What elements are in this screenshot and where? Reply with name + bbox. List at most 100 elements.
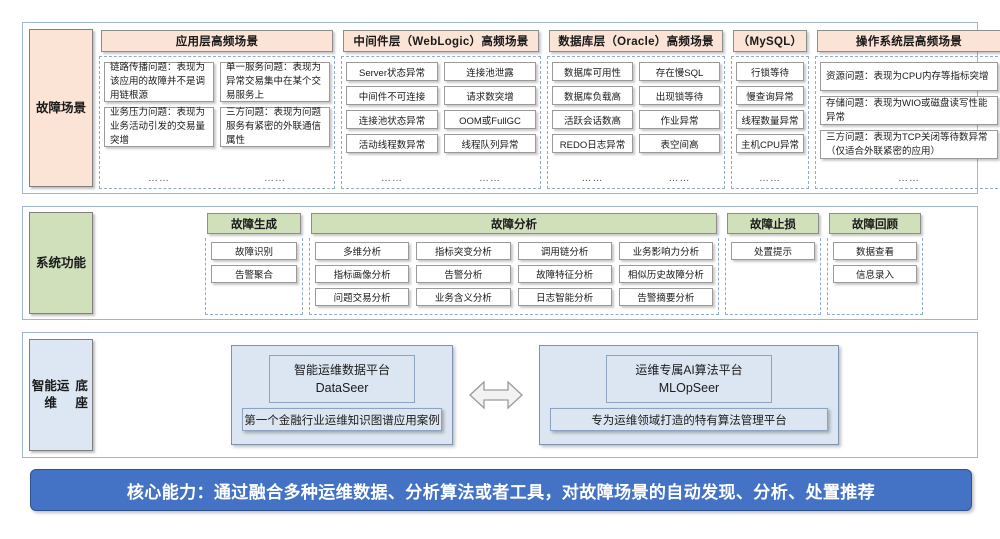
platform-dataseer-caption: 第一个金融行业运维知识图谱应用案例 <box>242 408 442 431</box>
scenario-column-body-0: 链路传播问题：表现为该应用的故障并不是调用链根源业务压力问题：表现为业务活动引发… <box>99 56 335 189</box>
function-column-body-3: 数据查看信息录入 <box>827 238 923 315</box>
scenario-item[interactable]: 三方问题：表现为问题服务有紧密的外联通信属性 <box>220 107 330 147</box>
base-row-label-line2: 底座 <box>75 379 88 410</box>
platform-mlopseer-title-cn: 运维专属AI算法平台 <box>635 362 743 377</box>
function-column-header-0[interactable]: 故障生成 <box>207 213 301 234</box>
scenario-column-1: 中间件层（WebLogic）高频场景 Server状态异常中间件不可连接连接池状态… <box>341 27 541 189</box>
scenario-subcolumn: 存在慢SQL 出现锁等待作业异常表空间高 …… <box>639 62 720 186</box>
function-row: 系统功能 故障生成故障识别告警聚合故障分析多维分析指标画像分析问题交易分析指标突… <box>22 206 978 320</box>
function-subcolumn: 处置提示 <box>731 242 815 310</box>
scenario-column-3: （MySQL）行锁等待慢查询异常线程数量异常主机CPU异常…… <box>731 27 809 189</box>
function-item[interactable]: 指标突变分析 <box>416 242 511 260</box>
scenario-item[interactable]: 连接池泄露 <box>444 62 536 81</box>
function-column-body-0: 故障识别告警聚合 <box>205 238 303 315</box>
platform-dataseer[interactable]: 智能运维数据平台 DataSeer 第一个金融行业运维知识图谱应用案例 <box>231 345 453 445</box>
function-subcolumn: 故障识别告警聚合 <box>211 242 297 310</box>
scenario-item[interactable]: 数据库负载高 <box>552 86 633 105</box>
scenario-item[interactable]: OOM或FullGC <box>444 110 536 129</box>
function-item[interactable]: 相似历史故障分析 <box>618 265 713 283</box>
scenario-item[interactable]: 主机CPU异常 <box>736 134 804 153</box>
scenario-column-0: 应用层高频场景链路传播问题：表现为该应用的故障并不是调用链根源业务压力问题：表现… <box>99 27 335 189</box>
scenario-column-header-3[interactable]: （MySQL） <box>733 30 807 52</box>
scenario-ellipsis: …… <box>668 173 691 184</box>
scenario-item[interactable]: 活动线程数异常 <box>346 134 438 153</box>
function-column-body-2: 处置提示 <box>725 238 821 315</box>
function-item[interactable]: 调用链分析 <box>517 242 612 260</box>
scenario-ellipsis: …… <box>264 173 286 184</box>
function-column-header-1[interactable]: 故障分析 <box>311 213 717 234</box>
function-item[interactable]: 业务影响力分析 <box>618 242 713 260</box>
function-item[interactable]: 故障特征分析 <box>517 265 612 283</box>
function-item[interactable]: 数据查看 <box>833 242 917 260</box>
scenario-item[interactable]: 三方问题：表现为TCP关闭等待数异常（仅适合外联紧密的应用） <box>820 130 998 159</box>
core-capability-banner: 核心能力：通过融合多种运维数据、分析算法或者工具，对故障场景的自动发现、分析、处… <box>30 469 972 511</box>
platform-mlopseer[interactable]: 运维专属AI算法平台 MLOpSeer 专为运维领域打造的特有算法管理平台 <box>539 345 839 445</box>
scenario-column-header-1[interactable]: 中间件层（WebLogic）高频场景 <box>343 30 539 52</box>
function-left-spacer <box>101 211 199 315</box>
scenario-item[interactable]: 线程队列异常 <box>444 134 536 153</box>
platform-mlopseer-title: 运维专属AI算法平台 MLOpSeer <box>606 355 772 403</box>
scenario-item[interactable]: 活跃会话数高 <box>552 110 633 129</box>
function-item[interactable]: 告警分析 <box>416 265 511 283</box>
scenario-ellipsis: …… <box>898 173 920 184</box>
function-item[interactable]: 业务含义分析 <box>416 288 511 306</box>
scenario-item[interactable]: 资源问题：表现为CPU内存等指标突增 <box>820 62 998 91</box>
function-column-header-2[interactable]: 故障止损 <box>727 213 819 234</box>
scenario-column-header-2[interactable]: 数据库层（Oracle）高频场景 <box>549 30 723 52</box>
base-row-body: 智能运维数据平台 DataSeer 第一个金融行业运维知识图谱应用案例 运维专属… <box>93 333 977 457</box>
function-item[interactable]: 告警聚合 <box>211 265 297 283</box>
function-subcolumn: 数据查看信息录入 <box>833 242 917 310</box>
scenario-subcolumn: 数据库可用性数据库负载高活跃会话数高 REDO日志异常 …… <box>552 62 633 186</box>
base-row-label-line1: 智能运维 <box>31 379 70 410</box>
function-item[interactable]: 指标画像分析 <box>315 265 410 283</box>
function-item[interactable]: 处置提示 <box>731 242 815 260</box>
scenario-item[interactable]: 存储问题：表现为WIO或磁盘读写性能异常 <box>820 96 998 125</box>
function-column-header-3[interactable]: 故障回顾 <box>829 213 921 234</box>
scenario-column-4: 操作系统层高频场景资源问题：表现为CPU内存等指标突增存储问题：表现为WIO或磁… <box>815 27 1000 189</box>
scenario-item[interactable]: 表空间高 <box>639 134 720 153</box>
platform-mlopseer-caption: 专为运维领域打造的特有算法管理平台 <box>550 408 828 431</box>
scenario-item[interactable]: 数据库可用性 <box>552 62 633 81</box>
scenario-item[interactable]: 连接池状态异常 <box>346 110 438 129</box>
function-column-0: 故障生成故障识别告警聚合 <box>205 211 303 315</box>
scenario-column-2: 数据库层（Oracle）高频场景数据库可用性数据库负载高活跃会话数高 REDO日志… <box>547 27 725 189</box>
scenario-row-body: 应用层高频场景链路传播问题：表现为该应用的故障并不是调用链根源业务压力问题：表现… <box>93 23 1000 193</box>
function-item[interactable]: 信息录入 <box>833 265 917 283</box>
scenario-item[interactable]: 中间件不可连接 <box>346 86 438 105</box>
scenario-column-body-1: Server状态异常中间件不可连接连接池状态异常活动线程数异常…… 连接池泄露请求… <box>341 56 541 189</box>
scenario-item[interactable]: 线程数量异常 <box>736 110 804 129</box>
scenario-item[interactable]: 行锁等待 <box>736 62 804 81</box>
scenario-ellipsis: …… <box>581 173 604 184</box>
scenario-item[interactable]: 作业异常 <box>639 110 720 129</box>
function-columns: 故障生成故障识别告警聚合故障分析多维分析指标画像分析问题交易分析指标突变分析告警… <box>93 207 977 319</box>
function-item[interactable]: 多维分析 <box>315 242 410 260</box>
scenario-item[interactable]: Server状态异常 <box>346 62 438 81</box>
platform-mlopseer-title-en: MLOpSeer <box>658 380 720 395</box>
scenario-item[interactable]: 请求数突增 <box>444 86 536 105</box>
function-item[interactable]: 故障识别 <box>211 242 297 260</box>
scenario-item[interactable]: 存在慢SQL <box>639 62 720 81</box>
scenario-item[interactable]: REDO日志异常 <box>552 134 633 153</box>
scenario-subcolumn: Server状态异常中间件不可连接连接池状态异常活动线程数异常…… <box>346 62 438 186</box>
scenario-row: 故障场景 应用层高频场景链路传播问题：表现为该应用的故障并不是调用链根源业务压力… <box>22 22 1000 194</box>
scenario-item[interactable]: 出现锁等待 <box>639 86 720 105</box>
scenario-item[interactable]: 链路传播问题：表现为该应用的故障并不是调用链根源 <box>104 62 214 102</box>
scenario-item[interactable]: 慢查询异常 <box>736 86 804 105</box>
scenario-column-header-0[interactable]: 应用层高频场景 <box>101 30 333 52</box>
function-item[interactable]: 问题交易分析 <box>315 288 410 306</box>
scenario-column-body-2: 数据库可用性数据库负载高活跃会话数高 REDO日志异常 …… 存在慢SQL 出现锁等待作… <box>547 56 725 189</box>
scenario-item[interactable]: 单一服务问题：表现为异常交易集中在某个交易服务上 <box>220 62 330 102</box>
function-item[interactable]: 日志智能分析 <box>517 288 612 306</box>
base-platform-area: 智能运维数据平台 DataSeer 第一个金融行业运维知识图谱应用案例 运维专属… <box>93 333 977 457</box>
platform-dataseer-title-cn: 智能运维数据平台 <box>293 362 390 377</box>
scenario-item[interactable]: 业务压力问题：表现为业务活动引发的交易量突增 <box>104 107 214 147</box>
platform-dataseer-title-en: DataSeer <box>315 380 369 395</box>
function-subcolumn: 指标突变分析告警分析业务含义分析 <box>416 242 511 310</box>
function-subcolumn: 调用链分析故障特征分析日志智能分析 <box>517 242 612 310</box>
function-column-body-1: 多维分析指标画像分析问题交易分析指标突变分析告警分析业务含义分析调用链分析故障特… <box>309 238 719 315</box>
function-item[interactable]: 告警摘要分析 <box>618 288 713 306</box>
scenario-columns: 应用层高频场景链路传播问题：表现为该应用的故障并不是调用链根源业务压力问题：表现… <box>93 23 1000 193</box>
scenario-column-header-4[interactable]: 操作系统层高频场景 <box>817 30 1000 52</box>
